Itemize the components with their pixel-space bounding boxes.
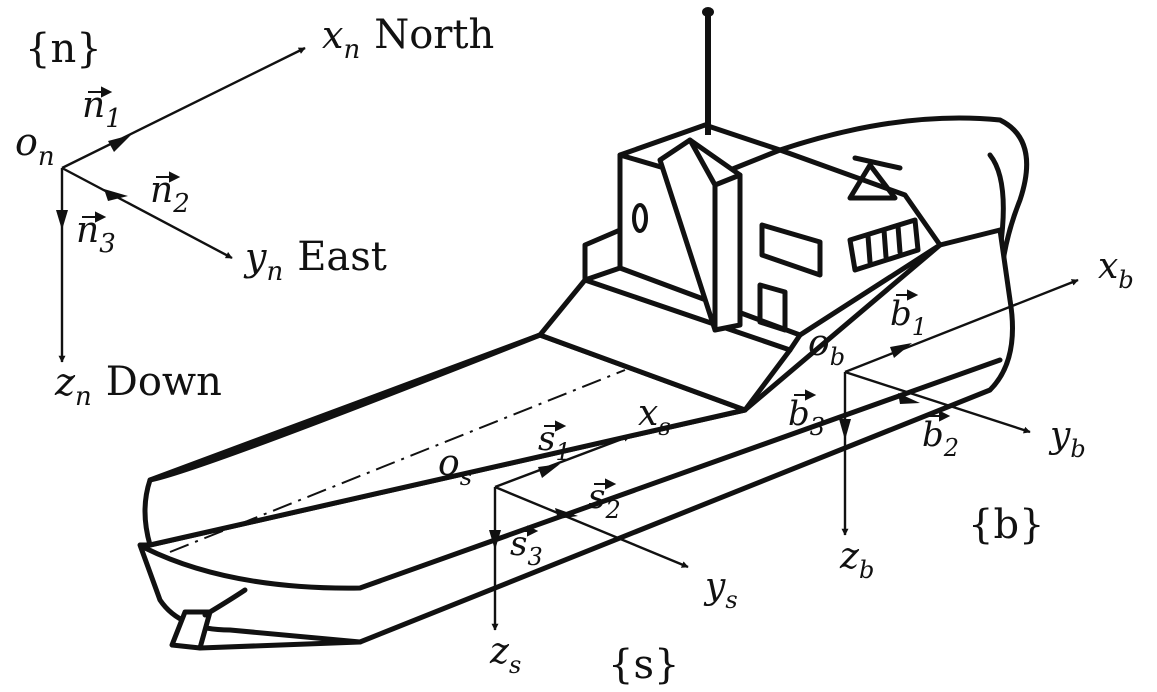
overarrow-s1 xyxy=(544,420,567,432)
deck-centerline xyxy=(169,369,626,553)
origin-os-label: os xyxy=(438,443,472,491)
funnel xyxy=(657,137,743,333)
overarrow-b3 xyxy=(794,389,817,401)
vector-n2-label: n2 xyxy=(150,170,190,219)
overarrow-n3 xyxy=(82,211,107,223)
vector-b1-head xyxy=(890,343,912,358)
axis-xn-arrow xyxy=(61,46,306,170)
overarrow-s2 xyxy=(594,478,617,490)
radar xyxy=(847,155,903,201)
hull-side xyxy=(137,227,1015,645)
mast-top xyxy=(702,7,714,17)
frame-n-axes xyxy=(56,46,306,363)
axis-zb-label: zb xyxy=(839,536,874,584)
vector-s1-head xyxy=(538,464,560,478)
axis-ys-arrow xyxy=(494,485,689,569)
vector-b1-label: b1 xyxy=(890,294,927,341)
keel xyxy=(197,639,363,651)
axis-yb-arrow xyxy=(844,370,1031,434)
overarrow-b1 xyxy=(896,289,919,301)
axis-yn-arrow xyxy=(61,166,233,260)
cabin-window xyxy=(759,222,823,278)
axis-xb-label: xb xyxy=(1098,246,1134,294)
origin-ob-label: ob xyxy=(808,323,845,371)
axis-ys-label: ys xyxy=(703,566,738,614)
vector-overarrows xyxy=(82,86,951,537)
vector-s3-head xyxy=(489,530,501,550)
vector-n2-head xyxy=(104,189,128,201)
bulwark-step xyxy=(787,332,803,353)
wheelhouse-left-wall xyxy=(582,227,623,283)
deck-edge-top xyxy=(147,332,543,483)
overarrow-n2 xyxy=(156,171,181,183)
overarrow-b2 xyxy=(928,410,951,422)
skeg xyxy=(202,587,248,618)
axis-xb-arrow xyxy=(844,278,1079,374)
vector-s1-label: s1 xyxy=(538,419,571,466)
cabin-door xyxy=(757,282,788,333)
hull-waterline xyxy=(142,357,1003,591)
frame-s-axes xyxy=(489,434,689,631)
funnel-edge xyxy=(687,137,743,333)
vector-n3-head xyxy=(56,210,68,230)
vector-s3-label: s3 xyxy=(510,524,543,571)
origin-on-label: on xyxy=(15,120,55,172)
vector-n1-head xyxy=(108,135,131,152)
frame-b-label: {b} xyxy=(968,502,1045,548)
bridge-windows xyxy=(847,217,921,273)
vector-s2-label: s2 xyxy=(588,477,621,524)
overarrow-s3 xyxy=(516,525,539,537)
vector-s2-head xyxy=(555,508,578,519)
vector-b3-label: b3 xyxy=(788,394,825,441)
frame-n-label: {n} xyxy=(25,26,102,72)
vector-n1-label: n1 xyxy=(82,85,122,134)
frame-b-axes xyxy=(839,278,1079,536)
vector-b2-label: b2 xyxy=(922,415,959,462)
overarrow-n1 xyxy=(88,86,113,98)
deck xyxy=(142,332,748,548)
ship-drawing xyxy=(137,7,1030,651)
porthole xyxy=(632,203,648,233)
vector-b2-head xyxy=(898,393,920,404)
axis-yb-label: yb xyxy=(1048,415,1086,463)
frame-s-label: {s} xyxy=(608,642,679,688)
axis-xs-arrow xyxy=(494,434,631,489)
axis-zs-label: zs xyxy=(489,631,521,679)
vector-b3-head xyxy=(839,419,851,440)
axis-xs-label: xs xyxy=(638,393,671,441)
vector-n3-label: n3 xyxy=(76,210,116,259)
